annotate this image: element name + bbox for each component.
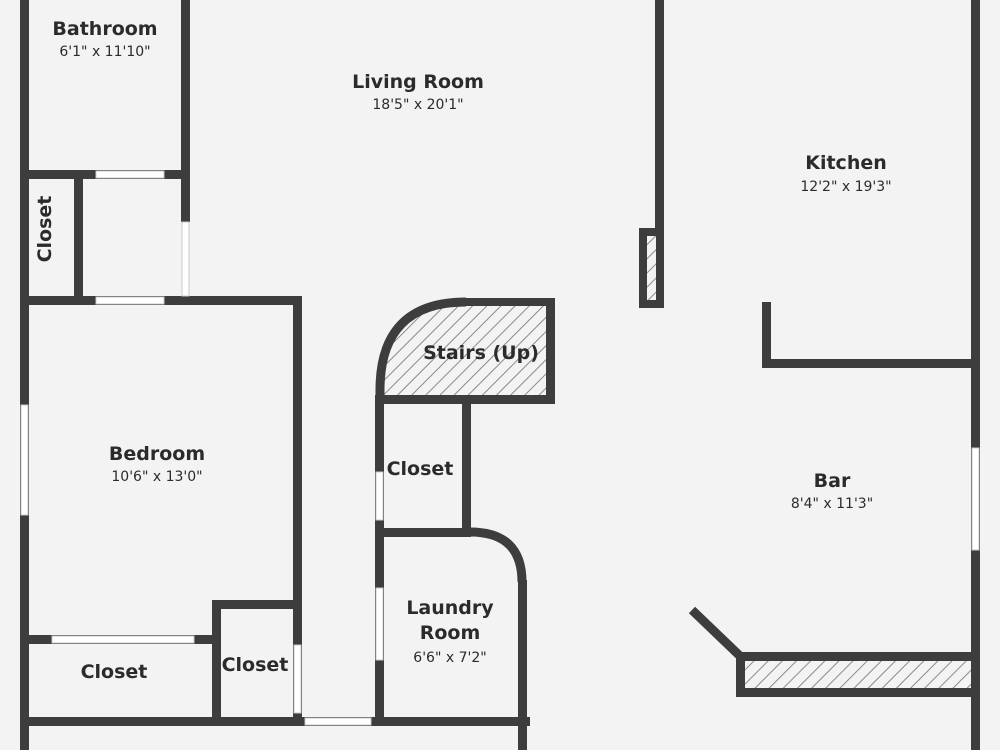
exterior-wall-left — [20, 0, 29, 728]
closet-bath-label: Closet — [34, 196, 56, 263]
bottom-wall-left-stub — [20, 726, 29, 750]
laundry-wall-right — [518, 580, 527, 726]
bedroom-label: Bedroom — [109, 443, 205, 465]
window-closet-top — [95, 170, 165, 179]
bar-counter-hatch — [745, 661, 971, 688]
window-bedroom-closet — [51, 635, 195, 644]
bar-wall-diagonal — [688, 606, 745, 661]
laundry-label-line1: Laundry — [406, 597, 494, 619]
kitchen-dimensions: 12'2" x 19'3" — [800, 179, 891, 195]
windows — [20, 170, 980, 726]
stairs-label: Stairs (Up) — [423, 342, 539, 364]
hatched-areas — [375, 236, 971, 688]
bar-counter-left — [736, 652, 745, 697]
closet-center-wall-left — [375, 395, 384, 535]
bar-counter-bottom — [736, 688, 980, 697]
bedroom-dimensions: 10'6" x 13'0" — [111, 469, 202, 485]
stairs-curved-wall — [375, 297, 467, 400]
kitchen-wall-left — [655, 0, 664, 228]
closet-bottom-left-label: Closet — [81, 661, 148, 683]
closet-mid-wall-left — [212, 600, 221, 726]
laundry-label-line2: Room — [420, 622, 481, 644]
pillar-hatch — [647, 236, 656, 300]
hall-wall-upper — [181, 178, 190, 222]
bottom-wall — [20, 717, 530, 726]
closet-center-wall-bottom — [375, 528, 471, 537]
window-hall — [181, 221, 190, 297]
laundry-wall-curve — [469, 527, 527, 583]
bathroom-label: Bathroom — [52, 18, 157, 40]
bar-dimensions: 8'4" x 11'3" — [791, 496, 873, 512]
bathroom-wall-right — [181, 0, 190, 178]
bottom-wall-right-stub — [971, 700, 980, 750]
closet-center-wall-right — [462, 395, 471, 535]
window-bar — [971, 447, 980, 551]
kitchen-partition-horizontal — [762, 359, 980, 368]
bedroom-wall-right — [293, 296, 302, 606]
closet-bottom-mid-label: Closet — [222, 654, 289, 676]
window-closet-bottom — [95, 296, 165, 305]
window-closet-mid — [293, 644, 302, 714]
window-bottom-hall — [304, 717, 372, 726]
laundry-dimensions: 6'6" x 7'2" — [413, 650, 486, 666]
bar-counter-top — [736, 652, 980, 661]
closet-center-label: Closet — [387, 458, 454, 480]
window-closet-center — [375, 471, 384, 521]
window-laundry — [375, 587, 384, 661]
window-bedroom — [20, 404, 29, 516]
living-room-label: Living Room — [352, 71, 484, 93]
stairs-wall-top — [464, 298, 554, 306]
closet-mid-wall-top — [212, 600, 302, 609]
room-labels: Bathroom 6'1" x 11'10" Living Room 18'5"… — [34, 18, 892, 683]
bottom-wall-mid-stub — [518, 726, 527, 750]
living-room-dimensions: 18'5" x 20'1" — [372, 97, 463, 113]
closet-bath-wall-right — [74, 178, 83, 302]
stairs-wall-right — [546, 298, 555, 404]
exterior-wall-right — [971, 0, 980, 700]
bathroom-dimensions: 6'1" x 11'10" — [59, 44, 150, 60]
stairs-hatch — [384, 306, 546, 395]
kitchen-label: Kitchen — [805, 152, 887, 174]
bar-label: Bar — [814, 470, 851, 492]
kitchen-partition-vertical — [762, 302, 771, 368]
